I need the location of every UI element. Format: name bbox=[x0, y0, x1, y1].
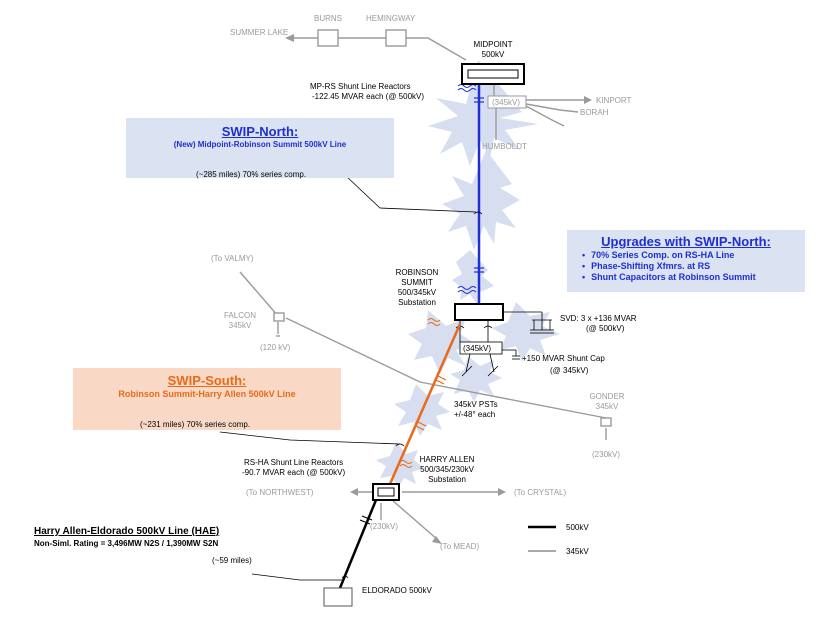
mp-rs-reactors-value: -122.45 MVAR each (@ 500kV) bbox=[312, 92, 425, 101]
arrow-summer-lake-icon bbox=[285, 34, 294, 42]
to-northwest-label: (To NORTHWEST) bbox=[246, 488, 314, 497]
summer-lake-label: SUMMER LAKE bbox=[230, 28, 289, 37]
shunt-cap-kv: (@ 345kV) bbox=[550, 366, 589, 375]
gonder-label: GONDER bbox=[589, 392, 625, 401]
rs-bus bbox=[454, 303, 504, 321]
hae-line bbox=[338, 499, 378, 589]
ha-name: HARRY ALLEN bbox=[419, 455, 475, 464]
falcon-120-label: (120 kV) bbox=[260, 343, 291, 352]
arrow-northwest-icon bbox=[350, 488, 358, 496]
swip-north-miles: (~285 miles) 70% series comp. bbox=[196, 170, 307, 179]
midpoint-label: MIDPOINT bbox=[473, 40, 513, 49]
midpoint-345-transformer bbox=[487, 95, 527, 109]
hae-rating: Non-Siml. Rating = 3,496MW N2S / 1,390MW… bbox=[34, 539, 219, 548]
swip-south-line bbox=[388, 323, 462, 485]
humboldt-label: HUMBOLDT bbox=[482, 142, 527, 151]
south-reactors bbox=[399, 318, 441, 468]
rs-name-1: ROBINSON bbox=[395, 268, 439, 277]
rs-internals bbox=[455, 311, 554, 377]
rs-kv: 500/345kV bbox=[397, 288, 437, 297]
falcon-box bbox=[273, 312, 285, 322]
burst-ha bbox=[376, 442, 424, 488]
ha-kv: 500/345/230kV bbox=[420, 465, 474, 474]
swip-north-title: SWIP-North: bbox=[221, 124, 299, 139]
gonder-box bbox=[600, 417, 612, 427]
south-series-caps bbox=[415, 375, 447, 431]
burst-north-line bbox=[442, 150, 520, 250]
upgrade-item: Shunt Capacitors at Robinson Summit bbox=[582, 272, 756, 283]
svd-label: SVD: 3 x +136 MVAR bbox=[560, 314, 637, 323]
gonder-230-label: (230kV) bbox=[592, 450, 621, 459]
mp-rs-reactors-title: MP-RS Shunt Line Reactors bbox=[310, 82, 411, 91]
rs-ha-reactors-value: -90.7 MVAR each (@ 500kV) bbox=[242, 468, 346, 477]
shunt-cap-label: +150 MVAR Shunt Cap bbox=[522, 354, 605, 363]
arrow-kinport-icon bbox=[584, 96, 592, 104]
rs-ha-reactors-title: RS-HA Shunt Line Reactors bbox=[244, 458, 344, 467]
falcon-label: FALCON bbox=[223, 311, 256, 320]
arrow-crystal-icon bbox=[498, 488, 506, 496]
midpoint-345-label: (345kV) bbox=[492, 98, 521, 107]
upgrades-list: 70% Series Comp. on RS-HA Line Phase-Shi… bbox=[582, 250, 756, 283]
burst-midpoint bbox=[428, 60, 538, 166]
arrow-mead-icon bbox=[432, 536, 442, 544]
eldorado-label: ELDORADO 500kV bbox=[362, 586, 432, 595]
swip-north-box bbox=[126, 118, 394, 178]
swip-south-box bbox=[73, 368, 341, 430]
ha-inner bbox=[377, 487, 395, 497]
ha-230-label: (230kV) bbox=[370, 522, 399, 531]
burst-rs-tower bbox=[452, 250, 494, 306]
upgrade-item: 70% Series Comp. on RS-HA Line bbox=[582, 250, 756, 261]
to-mead-label: (To MEAD) bbox=[440, 542, 480, 551]
burst-svd bbox=[492, 302, 560, 362]
rs-substation: Substation bbox=[398, 298, 436, 307]
hemingway-box bbox=[385, 29, 407, 47]
hemingway-label: HEMINGWAY bbox=[366, 14, 416, 23]
gonder-kv: 345kV bbox=[595, 402, 619, 411]
swip-south-subtitle: Robinson Summit-Harry Allen 500kV Line bbox=[118, 389, 296, 399]
burns-box bbox=[317, 29, 339, 47]
to-crystal-label: (To CRYSTAL) bbox=[514, 488, 567, 497]
burst-psts bbox=[450, 356, 502, 402]
north-345-network bbox=[239, 29, 612, 544]
kinport-label: KINPORT bbox=[596, 96, 632, 105]
swip-north-subtitle: (New) Midpoint-Robinson Summit 500kV Lin… bbox=[173, 140, 347, 149]
callout-lines bbox=[219, 175, 483, 581]
north-series-caps bbox=[474, 97, 484, 273]
psts-angle: +/-48° each bbox=[454, 410, 496, 419]
legend-500kv-label: 500kV bbox=[566, 523, 589, 532]
psts-label: 345kV PSTs bbox=[454, 400, 498, 409]
eldorado-box bbox=[323, 587, 353, 607]
hae-title: Harry Allen-Eldorado 500kV Line (HAE) bbox=[34, 526, 220, 537]
burns-label: BURNS bbox=[314, 14, 343, 23]
upgrade-item: Phase-Shifting Xfmrs. at RS bbox=[582, 261, 756, 272]
hae-miles: (~59 miles) bbox=[212, 556, 252, 565]
midpoint-inner bbox=[467, 69, 519, 79]
swip-south-title: SWIP-South: bbox=[167, 373, 247, 388]
svd-kv: (@ 500kV) bbox=[586, 324, 625, 333]
legend-345kv-label: 345kV bbox=[566, 547, 589, 556]
to-valmy-label: (To VALMY) bbox=[211, 254, 254, 263]
upgrades-title: Upgrades with SWIP-North: bbox=[601, 234, 771, 249]
borah-label: BORAH bbox=[580, 108, 609, 117]
hae-series-cap bbox=[359, 515, 373, 525]
midpoint-kv: 500kV bbox=[481, 50, 505, 59]
ha-substation: Substation bbox=[428, 475, 466, 484]
rs-name-2: SUMMIT bbox=[401, 278, 433, 287]
rs-345-label: (345kV) bbox=[463, 344, 492, 353]
falcon-kv: 345kV bbox=[228, 321, 252, 330]
swip-south-miles: (~231 miles) 70% series comp. bbox=[140, 420, 251, 429]
